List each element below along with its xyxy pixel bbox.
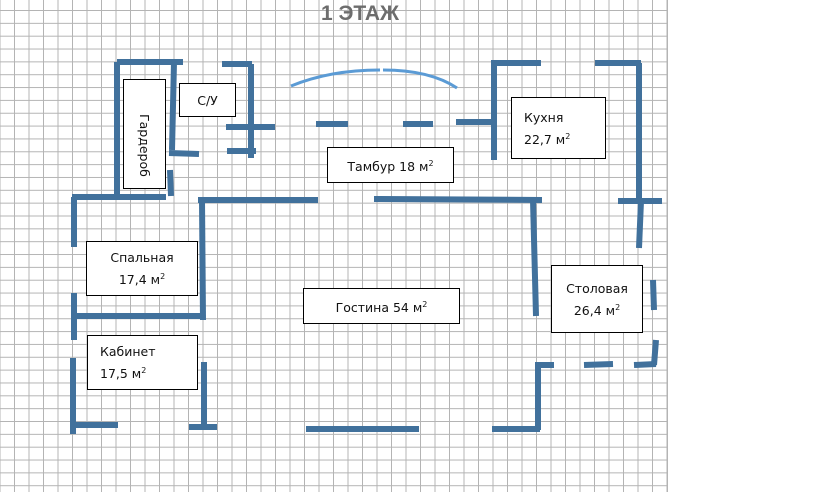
room-vestibule: Тамбур 18 м2 (327, 147, 454, 183)
room-living: Гостина 54 м2 (303, 288, 460, 324)
wall-segment (167, 169, 174, 197)
room-name: Кухня (524, 109, 564, 125)
wall-segment (636, 200, 644, 249)
floor-title: 1 ЭТАЖ (320, 2, 400, 25)
room-study: Кабинет 17,5 м2 (87, 335, 198, 390)
wall-segment (650, 279, 657, 311)
room-bathroom: С/У (179, 83, 236, 117)
wall-segment (168, 150, 200, 157)
wall-segment (530, 199, 539, 317)
wall-segment (583, 361, 614, 368)
room-dining: Столовая 26,4 м2 (551, 265, 643, 333)
wall-segment (373, 196, 543, 203)
room-kitchen: Кухня 22,7 м2 (511, 97, 606, 159)
wall-segment (169, 61, 177, 151)
room-name: Спальная (110, 250, 174, 265)
room-area: 17,4 м2 (118, 272, 166, 287)
room-area: 22,7 м2 (524, 131, 571, 147)
wall-segment (199, 199, 206, 321)
room-name: Гостина 54 м2 (335, 300, 428, 315)
room-name: Столовая (566, 280, 628, 296)
room-bedroom: Спальная 17,4 м2 (86, 241, 198, 296)
room-name: Тамбур 18 м2 (347, 159, 434, 174)
room-wardrobe: Гардероб (123, 79, 166, 189)
room-name: С/У (197, 92, 218, 108)
door-arc (290, 68, 381, 88)
wall-segment (633, 361, 657, 368)
room-area: 17,5 м2 (100, 366, 147, 381)
door-arc (382, 68, 458, 90)
room-name: Гардероб (137, 113, 152, 177)
room-area: 26,4 м2 (573, 302, 621, 318)
room-name: Кабинет (100, 344, 156, 359)
wall-segment (651, 339, 659, 366)
